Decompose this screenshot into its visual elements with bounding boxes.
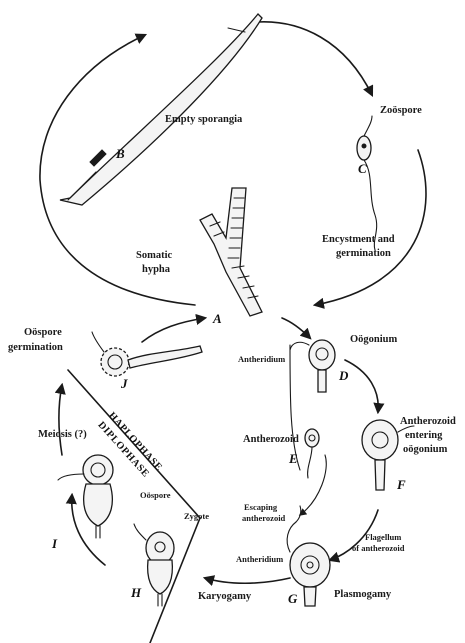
arrow-karyogamy <box>205 578 290 583</box>
letter-j: J <box>120 376 128 391</box>
arrow-zoospore-to-hypha <box>315 150 426 305</box>
label-karyogamy: Karyogamy <box>198 591 252 602</box>
arrow-oogonium-to-entering <box>345 360 378 412</box>
arrow-antherozoid-loop <box>300 455 326 515</box>
label-oogonium: Oögonium <box>350 334 398 345</box>
empty-sporangium-figure <box>60 14 262 205</box>
label-antheridium-2: Antheridium <box>236 554 283 564</box>
letter-a: A <box>212 311 222 326</box>
arrow-meiosis-to-germination <box>59 385 62 455</box>
zoospore-figure <box>357 116 377 250</box>
letter-e: E <box>288 451 298 466</box>
label-antherozoid-entering-3: oögonium <box>403 444 448 455</box>
arrow-germination-to-hypha <box>142 318 205 342</box>
label-zoospore: Zoöspore <box>380 105 422 116</box>
letter-i: I <box>51 536 58 551</box>
letter-h: H <box>130 585 142 600</box>
antherozoid-figure <box>305 429 319 478</box>
label-escaping-antherozoid-1: Escaping <box>244 502 278 512</box>
label-antheridium-1: Antheridium <box>238 354 285 364</box>
label-oospore-germination-2: germination <box>8 342 63 353</box>
label-oospore-germination-1: Oöspore <box>24 327 62 338</box>
somatic-hypha-figure <box>200 188 262 316</box>
letter-d: D <box>338 368 349 383</box>
label-antherozoid: Antherozoid <box>243 434 299 445</box>
letter-f: F <box>396 477 406 492</box>
letter-c: C <box>358 161 367 176</box>
label-empty-sporangia: Empty sporangia <box>165 114 243 125</box>
label-plasmogamy: Plasmogamy <box>334 589 392 600</box>
label-oospore: Oöspore <box>140 490 171 500</box>
labels: Zoöspore Empty sporangia Encystment and … <box>8 105 456 602</box>
label-antherozoid-entering-1: Antherozoid <box>400 416 456 427</box>
oospore-figure <box>58 455 113 538</box>
label-flagellum-1: Flagellum <box>365 532 401 542</box>
letter-g: G <box>288 591 298 606</box>
letter-b: B <box>115 146 125 161</box>
label-flagellum-2: of antherozoid <box>352 543 405 553</box>
arrow-sporangium-to-zoospore <box>258 22 372 95</box>
label-somatic-hypha-1: Somatic <box>136 250 173 261</box>
arrow-hypha-to-oogonium <box>282 318 310 338</box>
label-somatic-hypha-2: hypha <box>142 264 171 275</box>
label-escaping-antherozoid-2: antherozoid <box>242 513 286 523</box>
label-antherozoid-entering-2: entering <box>405 430 443 441</box>
label-encystment-2: germination <box>336 248 391 259</box>
label-meiosis: Meiosis (?) <box>38 429 87 440</box>
oogonium-figure <box>290 340 335 392</box>
label-encystment-1: Encystment and <box>322 234 395 245</box>
label-zygote: Zygote <box>184 511 209 521</box>
